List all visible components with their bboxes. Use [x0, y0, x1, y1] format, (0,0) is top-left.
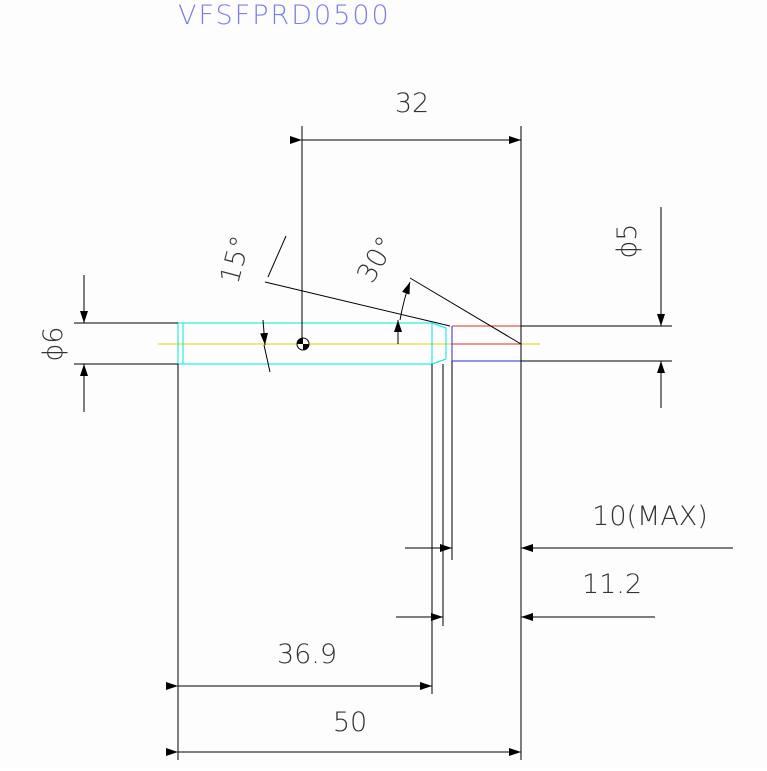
dim-shank-length: 36.9 — [277, 639, 337, 670]
tip-outline — [452, 325, 522, 345]
dim-overall-length: 50 — [333, 707, 367, 738]
dim-shank-diameter: ϕ6 — [38, 327, 69, 362]
dim-helix-angle: 15° — [215, 233, 257, 287]
dim-tip-diameter: ϕ5 — [612, 224, 643, 259]
dimension-lines — [74, 126, 733, 760]
dim-flute-length-max: 10(MAX) — [592, 501, 708, 532]
drawing-title: VFSFPRD0500 — [178, 0, 391, 31]
dim-tip-angle: 30° — [351, 231, 402, 288]
origin-marker — [296, 337, 310, 351]
tool-body — [158, 322, 540, 365]
dim-step-length: 11.2 — [582, 569, 642, 600]
dim-length-32: 32 — [395, 88, 429, 119]
shank-outline — [177, 322, 447, 365]
